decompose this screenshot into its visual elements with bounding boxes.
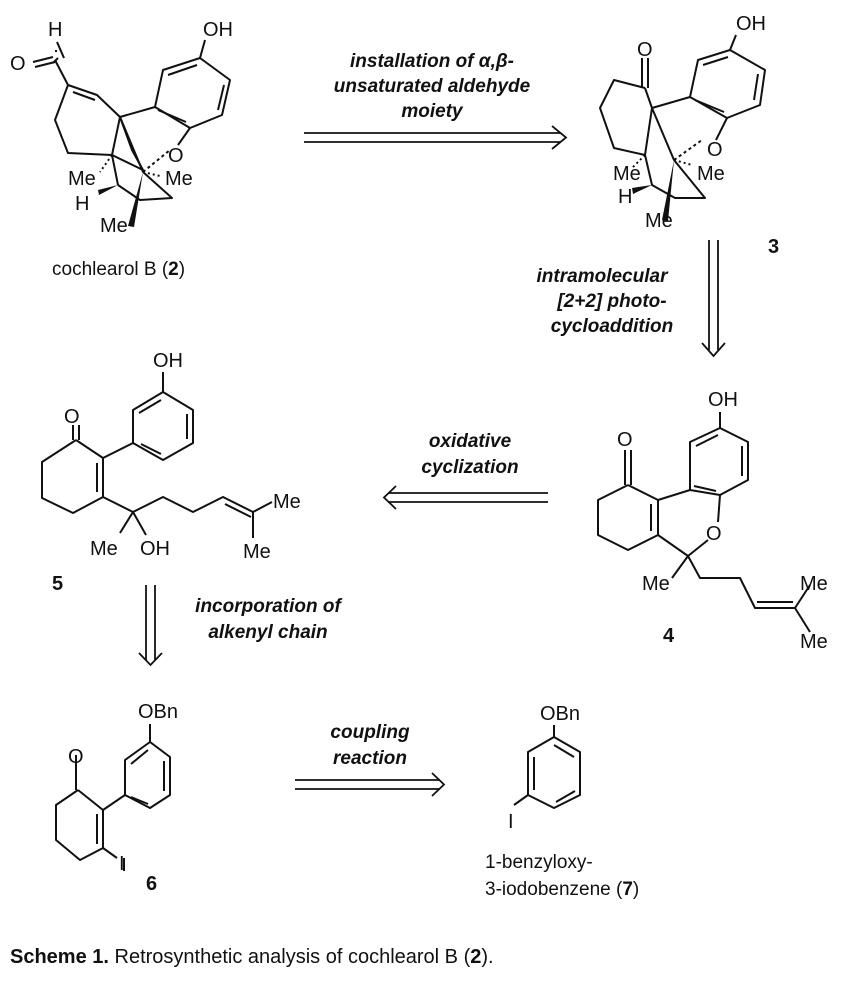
c3-oh: OH xyxy=(736,13,766,35)
c6-iodine: I xyxy=(119,853,125,875)
c7-number: 7 xyxy=(622,879,633,900)
c2-o-aldehyde: O xyxy=(10,53,26,75)
c5-oh: OH xyxy=(140,538,170,560)
c2-name-text: cochlearol B xyxy=(52,259,157,280)
c5-me-3: Me xyxy=(243,541,271,563)
step-2-line-3: cycloaddition xyxy=(551,316,673,337)
step-5-line-1: coupling xyxy=(330,722,410,743)
c2-o-ring: O xyxy=(168,145,184,167)
c6-number: 6 xyxy=(146,873,157,895)
c5-me-2: Me xyxy=(273,491,301,513)
c3-o-keto: O xyxy=(637,39,653,61)
c2-oh: OH xyxy=(203,19,233,41)
c4-o-ring: O xyxy=(706,523,722,545)
compound-2-structure xyxy=(32,39,231,227)
c3-number: 3 xyxy=(768,236,779,258)
c5-o-keto: O xyxy=(64,406,80,428)
step-1-line-1: installation of α,β- xyxy=(350,51,514,72)
step-1-line-3: moiety xyxy=(401,101,464,122)
c7-iodine: I xyxy=(508,811,514,833)
compound-7-structure xyxy=(513,725,581,809)
step-3-line-2: cyclization xyxy=(421,457,518,478)
c3-me-2: Me xyxy=(697,163,725,185)
caption-end: ). xyxy=(481,946,494,968)
c2-me-3: Me xyxy=(100,215,128,237)
step-4-line-1: incorporation of xyxy=(195,596,342,617)
c2-number: 2 xyxy=(168,259,179,280)
c4-o-keto: O xyxy=(617,429,633,451)
c6-o-keto: O xyxy=(68,746,84,768)
c6-obn: OBn xyxy=(138,701,178,723)
c7-name-text: 3-iodobenzene xyxy=(485,879,611,900)
compound-4-structure xyxy=(597,412,811,633)
caption-label: Scheme 1. xyxy=(10,946,109,968)
c4-oh: OH xyxy=(708,389,738,411)
c5-oh-aryl: OH xyxy=(153,350,183,372)
c2-h: H xyxy=(75,193,89,215)
step-4-line-2: alkenyl chain xyxy=(208,622,327,643)
c3-o-ring: O xyxy=(707,139,723,161)
compound-5-structure xyxy=(41,372,273,538)
retro-arrow-4 xyxy=(138,585,163,667)
caption-text: Retrosynthetic analysis of cochlearol B … xyxy=(108,946,471,968)
c5-number: 5 xyxy=(52,573,63,595)
c7-name-line-2: 3-iodobenzene (7) xyxy=(485,879,639,900)
scheme-caption: Scheme 1. Retrosynthetic analysis of coc… xyxy=(10,946,494,969)
c5-me-1: Me xyxy=(90,538,118,560)
c3-h: H xyxy=(618,186,632,208)
step-2-line-1: intramolecular xyxy=(537,266,670,287)
c3-me-1: Me xyxy=(613,163,641,185)
c4-me-3: Me xyxy=(800,631,828,653)
compound-3-structure xyxy=(599,34,766,221)
step-1-line-2: unsaturated aldehyde xyxy=(334,76,531,97)
c2-h-aldehyde: H xyxy=(48,19,62,41)
c3-me-3: Me xyxy=(645,210,673,232)
c7-name-line-1: 1-benzyloxy- xyxy=(485,852,593,873)
step-3-line-1: oxidative xyxy=(429,431,512,452)
c7-obn: OBn xyxy=(540,703,580,725)
retro-arrow-3 xyxy=(382,485,548,510)
c4-number: 4 xyxy=(663,625,675,647)
step-5-line-2: reaction xyxy=(333,748,407,769)
retro-arrow-5 xyxy=(295,772,446,797)
c4-me-1: Me xyxy=(642,573,670,595)
compound-6-structure xyxy=(55,724,171,871)
retrosynthesis-scheme: H O OH O Me Me H Me cochlearol B (2) ins… xyxy=(10,13,828,900)
c2-me-1: Me xyxy=(68,168,96,190)
c2-me-2: Me xyxy=(165,168,193,190)
retro-arrow-1 xyxy=(304,125,568,150)
retro-arrow-2 xyxy=(701,240,726,358)
step-2-line-2: [2+2] photo- xyxy=(556,291,666,312)
caption-number: 2 xyxy=(470,946,482,968)
c2-name: cochlearol B (2) xyxy=(52,259,185,280)
c4-me-2: Me xyxy=(800,573,828,595)
